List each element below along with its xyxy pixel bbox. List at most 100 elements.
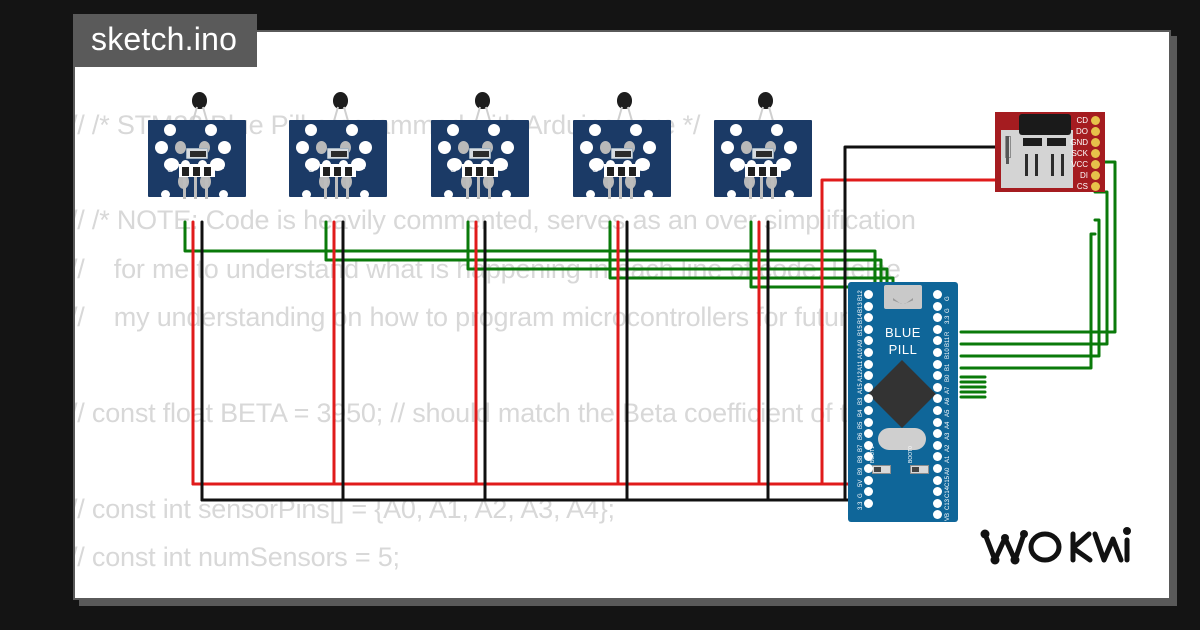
bluepill-pad-a15[interactable]	[864, 382, 873, 392]
bluepill-pad-r-a6[interactable]	[933, 394, 942, 404]
bluepill-pad-a11[interactable]	[864, 359, 873, 369]
pin-label-ground: -	[220, 160, 225, 175]
parts-layer: S -	[75, 32, 1169, 598]
diagram-canvas[interactable]: // /* STM32 Blue Pill programmed with Ar…	[73, 30, 1171, 600]
sd-pad-di[interactable]	[1091, 171, 1100, 180]
bluepill-pin-label: A3	[945, 432, 951, 441]
sd-pad-sck[interactable]	[1091, 149, 1100, 158]
sensor-pcb	[714, 120, 812, 199]
pad	[458, 141, 469, 154]
bluepill-pad-r-b0[interactable]	[933, 371, 942, 381]
sd-pad-cs[interactable]	[1091, 182, 1100, 191]
pad	[447, 158, 462, 171]
bluepill-pad-r-a7[interactable]	[933, 382, 942, 392]
ntc-sensor-module[interactable]: S -	[714, 92, 812, 199]
bluepill-pin-label: G	[858, 493, 864, 499]
bluepill-pin-label: A5	[945, 409, 951, 417]
thermistor-bead-icon	[333, 92, 348, 109]
bluepill-pad-b12[interactable]	[864, 290, 873, 299]
bluepill-pad-r-a0[interactable]	[933, 464, 942, 473]
bluepill-pin-label: VB	[945, 513, 951, 522]
pad	[501, 141, 514, 154]
pad	[785, 190, 794, 199]
bluepill-pad-r-a4[interactable]	[933, 417, 942, 427]
bluepill-pad-r-a1[interactable]	[933, 452, 942, 462]
bluepill-pin-label: A0	[945, 467, 951, 475]
bluepill-pad-r-vb[interactable]	[933, 510, 942, 520]
ntc-sensor-module[interactable]: S -	[573, 92, 671, 199]
bluepill-pin-label: A4	[945, 421, 951, 429]
sd-pad-vcc[interactable]	[1091, 160, 1100, 169]
bluepill-pad-r-b10[interactable]	[933, 348, 942, 357]
bluepill-pad-r-a5[interactable]	[933, 406, 942, 415]
sd-pad-cd[interactable]	[1091, 116, 1100, 125]
pin-header[interactable]	[179, 164, 215, 177]
bluepill-pad-r-a2[interactable]	[933, 440, 942, 450]
pin-header[interactable]	[604, 164, 640, 177]
bluepill-pad-r-g[interactable]	[933, 290, 942, 299]
bluepill-pin-label: A12	[858, 371, 864, 383]
bluepill-pad-b3[interactable]	[864, 394, 873, 404]
bluepill-pad-5v[interactable]	[864, 475, 873, 485]
ntc-sensor-module[interactable]: S -	[148, 92, 246, 199]
bluepill-pad-b13[interactable]	[864, 301, 873, 311]
bluepill-pad-r-g[interactable]	[933, 301, 942, 311]
bluepill-pad-g[interactable]	[864, 487, 873, 497]
bluepill-pin-label: G	[945, 296, 951, 301]
sensor-lead-signal	[183, 177, 186, 199]
pin-header[interactable]	[462, 164, 498, 177]
pin-header[interactable]	[745, 164, 781, 177]
bluepill-pad-r-c15[interactable]	[933, 475, 942, 485]
bluepill-pad-3.3[interactable]	[864, 498, 873, 508]
bluepill-pad-r-3.3[interactable]	[933, 313, 942, 323]
file-tab-sketch-ino[interactable]: sketch.ino	[73, 14, 258, 67]
bluepill-pad-a10[interactable]	[864, 348, 873, 357]
pad	[784, 141, 797, 154]
bluepill-pin-label: B14	[858, 313, 864, 325]
boot1-jumper[interactable]	[872, 465, 891, 474]
pin-header[interactable]	[320, 164, 356, 177]
ntc-sensor-module[interactable]: S -	[431, 92, 529, 199]
pad	[630, 124, 642, 136]
resistor-value	[331, 151, 347, 157]
bluepill-pad-b9[interactable]	[864, 464, 873, 473]
sd-pad-gnd[interactable]	[1091, 138, 1100, 147]
boot0-jumper[interactable]	[910, 465, 929, 474]
bluepill-pad-a12[interactable]	[864, 371, 873, 381]
bluepill-pad-b5[interactable]	[864, 417, 873, 427]
pad	[346, 124, 358, 136]
pad	[721, 141, 734, 154]
pin-label-signal: S	[450, 164, 457, 175]
pad	[644, 190, 653, 199]
bluepill-pad-b7[interactable]	[864, 440, 873, 450]
bluepill-pad-a9[interactable]	[864, 336, 873, 346]
bluepill-pad-b15[interactable]	[864, 324, 873, 334]
pin-label-signal: S	[167, 164, 174, 175]
bluepill-pad-r-b11[interactable]	[933, 336, 942, 346]
pad	[164, 158, 179, 171]
pad	[765, 141, 776, 154]
bluepill-pad-r-b1[interactable]	[933, 359, 942, 369]
wire-sd-cs	[959, 232, 1097, 370]
sd-chip	[1023, 138, 1042, 146]
thermistor-bead-icon	[758, 92, 773, 109]
bluepill-pad-r-r[interactable]	[933, 324, 942, 334]
bluepill-pad-b4[interactable]	[864, 406, 873, 415]
bluepill-pin-label: B13	[858, 301, 864, 313]
pad	[771, 124, 783, 136]
ntc-sensor-module[interactable]: S -	[289, 92, 387, 199]
bluepill-pad-b14[interactable]	[864, 313, 873, 323]
bluepill-pad-r-a3[interactable]	[933, 429, 942, 439]
pin-label-ground: -	[503, 160, 508, 175]
sd-pad-do[interactable]	[1091, 127, 1100, 136]
bluepill-pad-b6[interactable]	[864, 429, 873, 439]
bluepill-pad-r-c13[interactable]	[933, 498, 942, 508]
sensor-lead-gnd	[771, 177, 774, 199]
slot-contact	[1025, 154, 1028, 176]
bluepill-pad-b8[interactable]	[864, 452, 873, 462]
bluepill-pin-label: B5	[858, 421, 864, 429]
bluepill-pad-r-c14[interactable]	[933, 487, 942, 497]
pad	[444, 190, 453, 199]
